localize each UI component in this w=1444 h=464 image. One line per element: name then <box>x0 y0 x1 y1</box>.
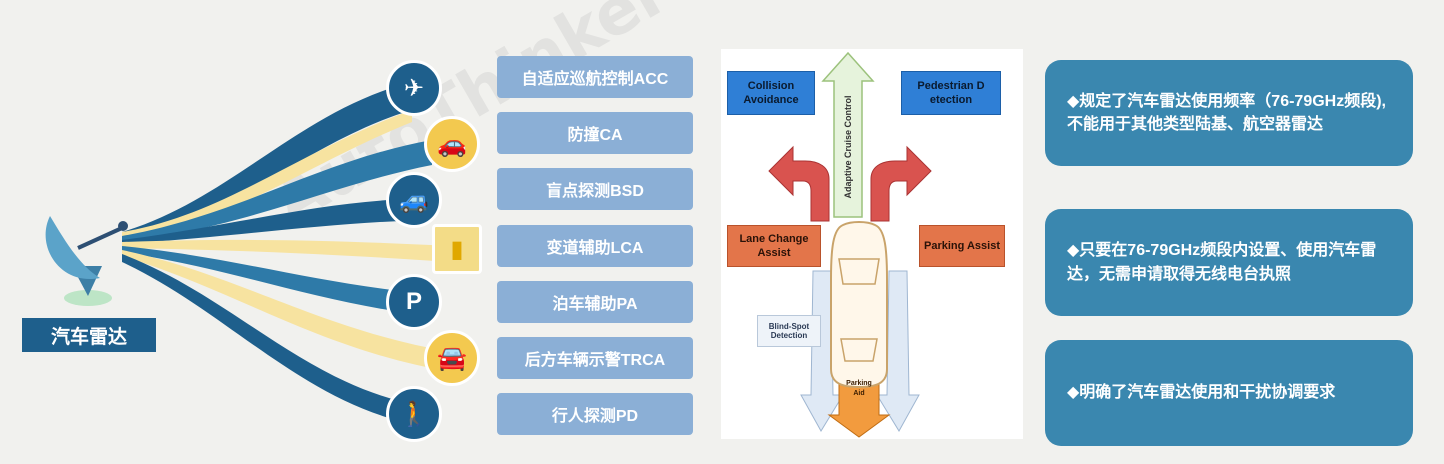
feature-box: 盲点探测BSD <box>497 168 693 210</box>
car-outline <box>830 221 888 389</box>
feature-box: 防撞CA <box>497 112 693 154</box>
fan-ray-5 <box>122 246 432 316</box>
fan-ray-1 <box>122 82 412 238</box>
diagram-arrows <box>768 51 932 438</box>
fan-ray-2 <box>122 140 432 242</box>
blind-spot-label: Blind-Spot Detection <box>757 315 821 347</box>
fan-ray-1b <box>122 110 412 240</box>
right-turn-arrow <box>870 145 932 222</box>
rear-collision-icon: 🚘 <box>424 330 480 386</box>
feature-box: 自适应巡航控制ACC <box>497 56 693 98</box>
collision-avoidance-box: Collision Avoidance <box>727 71 815 115</box>
cruise-road-icon: ✈ <box>386 60 442 116</box>
feature-box: 行人探测PD <box>497 393 693 435</box>
fan-ray-3 <box>122 198 432 244</box>
feature-box: 后方车辆示警TRCA <box>497 337 693 379</box>
pedestrian-icon: 🚶 <box>386 386 442 442</box>
fan-ray-7 <box>122 254 412 424</box>
info-panel: ◆只要在76-79GHz频段内设置、使用汽车雷达，无需申请取得无线电台执照 <box>1045 209 1413 316</box>
feature-box: 变道辅助LCA <box>497 225 693 267</box>
pedestrian-detection-box: Pedestrian D etection <box>901 71 1001 115</box>
fan-ray-4 <box>122 239 452 262</box>
left-turn-arrow <box>768 145 830 222</box>
info-panel: ◆规定了汽车雷达使用频率（76-79GHz频段),不能用于其他类型陆基、航空器雷… <box>1045 60 1413 166</box>
parking-icon: P <box>386 274 442 330</box>
info-panel: ◆明确了汽车雷达使用和干扰协调要求 <box>1045 340 1413 446</box>
radar-label: 汽车雷达 <box>22 318 156 352</box>
parking-aid-label: Parking Aid <box>846 380 872 397</box>
cruise-control-label: Adaptive Cruise Control <box>843 95 853 199</box>
lane-change-icon: ▮ <box>432 224 482 274</box>
radar-dish-icon <box>45 216 128 306</box>
lane-change-assist-box: Lane Change Assist <box>727 225 821 267</box>
adas-diagram: Collision Avoidance Pedestrian D etectio… <box>721 49 1023 439</box>
parking-assist-box: Parking Assist <box>919 225 1005 267</box>
feature-box: 泊车辅助PA <box>497 281 693 323</box>
collision-cars-icon: 🚗 <box>424 116 480 172</box>
up-arrow <box>821 51 875 218</box>
fan-ray-6 <box>122 250 452 372</box>
blind-spot-right-arrow <box>876 270 920 432</box>
blind-spot-car-icon: 🚙 <box>386 172 442 228</box>
